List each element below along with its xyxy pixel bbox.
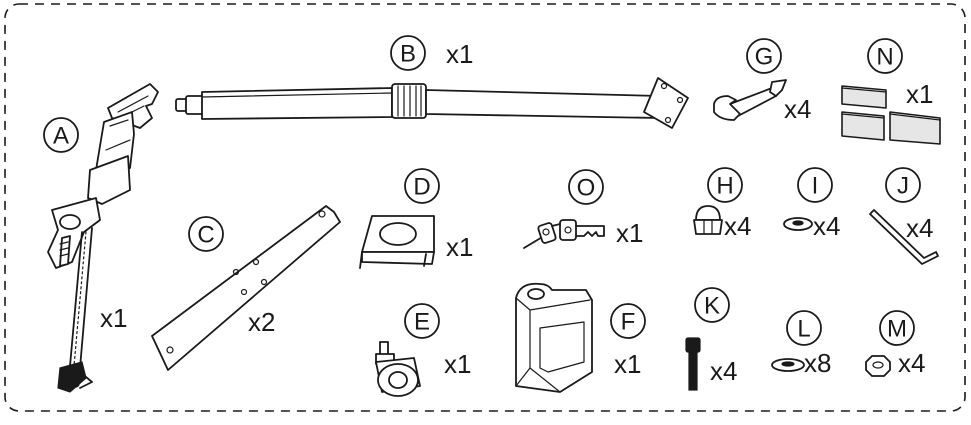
part-j-quantity: x4 [906,213,933,243]
part-o-label: O [577,175,596,202]
part-h-drawing [693,205,723,235]
part-n-label-circle [867,38,903,74]
part-d-quantity: x1 [446,232,473,262]
part-f-label-circle [610,303,646,339]
part-n-label: N [876,44,893,71]
part-f-label: F [621,309,636,336]
part-m-quantity: x4 [898,348,925,378]
part-n-quantity: x1 [906,79,933,109]
part-c-quantity: x2 [248,307,275,337]
part-j-label-circle [885,167,921,203]
part-h-quantity: x4 [724,211,751,241]
part-f-drawing [515,282,593,393]
part-l-label: L [797,316,810,343]
part-b-drawing [175,77,689,129]
part-i-drawing [783,217,813,231]
part-c-drawing [151,205,341,371]
part-l-label-circle [786,310,822,346]
part-h-label-circle [707,167,743,203]
part-a-label-circle [43,117,79,153]
part-o-label-circle [568,169,604,205]
part-l-quantity: x8 [804,348,831,378]
part-e-quantity: x1 [444,349,471,379]
part-o-drawing [523,219,605,249]
part-j-label: J [897,173,909,200]
part-b-label-circle [390,35,426,71]
part-i-quantity: x4 [813,211,840,241]
part-d-drawing [359,215,435,269]
part-g-drawing [713,79,787,121]
part-b-quantity: x1 [446,39,473,69]
part-i-label-circle [797,167,833,203]
part-o-quantity: x1 [616,218,643,248]
part-j-drawing [869,209,939,265]
part-l-drawing [771,358,805,372]
part-h-label: H [716,173,733,200]
part-a-drawing [47,83,159,393]
part-c-label: C [197,222,214,249]
dashed-frame [4,3,966,412]
part-g-label-circle [746,38,782,74]
part-k-label: K [704,293,720,320]
part-k-quantity: x4 [710,356,737,386]
part-e-label: E [414,309,430,336]
part-e-label-circle [404,303,440,339]
part-c-label-circle [188,216,224,252]
part-i-label: I [812,173,819,200]
part-g-label: G [755,44,774,71]
part-m-drawing [865,355,891,377]
part-k-label-circle [694,287,730,323]
part-m-label: M [887,316,907,343]
part-b-label: B [400,41,416,68]
part-d-label: D [413,174,430,201]
part-d-label-circle [404,168,440,204]
part-m-label-circle [879,310,915,346]
part-k-drawing [685,337,701,391]
part-a-quantity: x1 [100,303,127,333]
part-e-drawing [375,341,421,397]
part-a-label: A [53,123,69,150]
part-f-quantity: x1 [614,349,641,379]
part-n-drawing [841,85,941,145]
part-g-quantity: x4 [784,94,811,124]
